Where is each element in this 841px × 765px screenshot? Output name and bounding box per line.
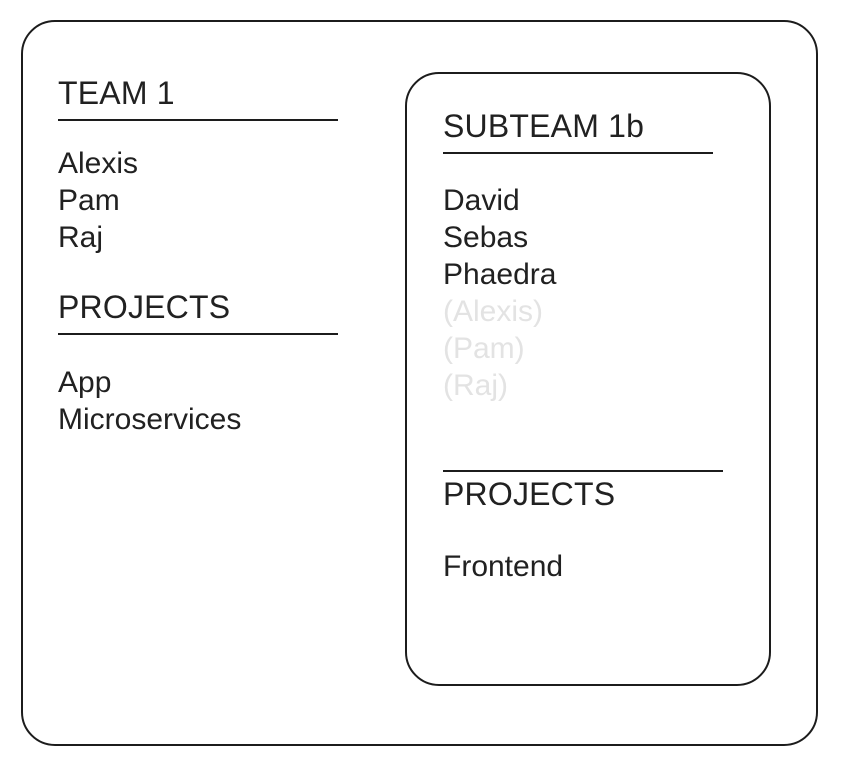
list-item[interactable]: Phaedra bbox=[443, 258, 557, 291]
subteam-1b-container[interactable] bbox=[405, 72, 771, 686]
list-item[interactable]: David bbox=[443, 184, 520, 217]
team-1-projects-header: PROJECTS bbox=[58, 290, 338, 335]
list-item[interactable]: Microservices bbox=[58, 403, 242, 436]
subteam-1b-title-rule bbox=[443, 152, 713, 154]
subteam-1b-title: SUBTEAM 1b bbox=[443, 108, 645, 144]
team-1-member-list: Alexis Pam Raj bbox=[58, 145, 138, 256]
list-item[interactable]: Pam bbox=[58, 184, 120, 217]
team-1-title-rule bbox=[58, 119, 338, 121]
team-1-title: TEAM 1 bbox=[58, 75, 175, 111]
subteam-1b-projects-rule bbox=[443, 470, 723, 472]
list-item[interactable]: Frontend bbox=[443, 550, 564, 583]
list-item-inherited: (Alexis) bbox=[443, 295, 544, 328]
list-item[interactable]: Alexis bbox=[58, 147, 139, 180]
subteam-1b-projects-header: PROJECTS bbox=[443, 470, 723, 511]
list-item-inherited: (Raj) bbox=[443, 369, 508, 402]
list-item[interactable]: Raj bbox=[58, 221, 104, 254]
team-1-container[interactable] bbox=[21, 20, 818, 746]
subteam-1b-member-list: David Sebas Phaedra (Alexis) (Pam) (Raj) bbox=[443, 182, 556, 404]
team-1-header: TEAM 1 bbox=[58, 76, 338, 121]
team-1-projects-title: PROJECTS bbox=[58, 289, 231, 325]
team-1-projects-rule bbox=[58, 333, 338, 335]
subteam-1b-header: SUBTEAM 1b bbox=[443, 109, 713, 154]
list-item-inherited: (Pam) bbox=[443, 332, 525, 365]
team-1-project-list: App Microservices bbox=[58, 364, 241, 438]
subteam-1b-project-list: Frontend bbox=[443, 548, 563, 585]
subteam-1b-projects-title: PROJECTS bbox=[443, 476, 616, 512]
list-item[interactable]: Sebas bbox=[443, 221, 529, 254]
list-item[interactable]: App bbox=[58, 366, 112, 399]
